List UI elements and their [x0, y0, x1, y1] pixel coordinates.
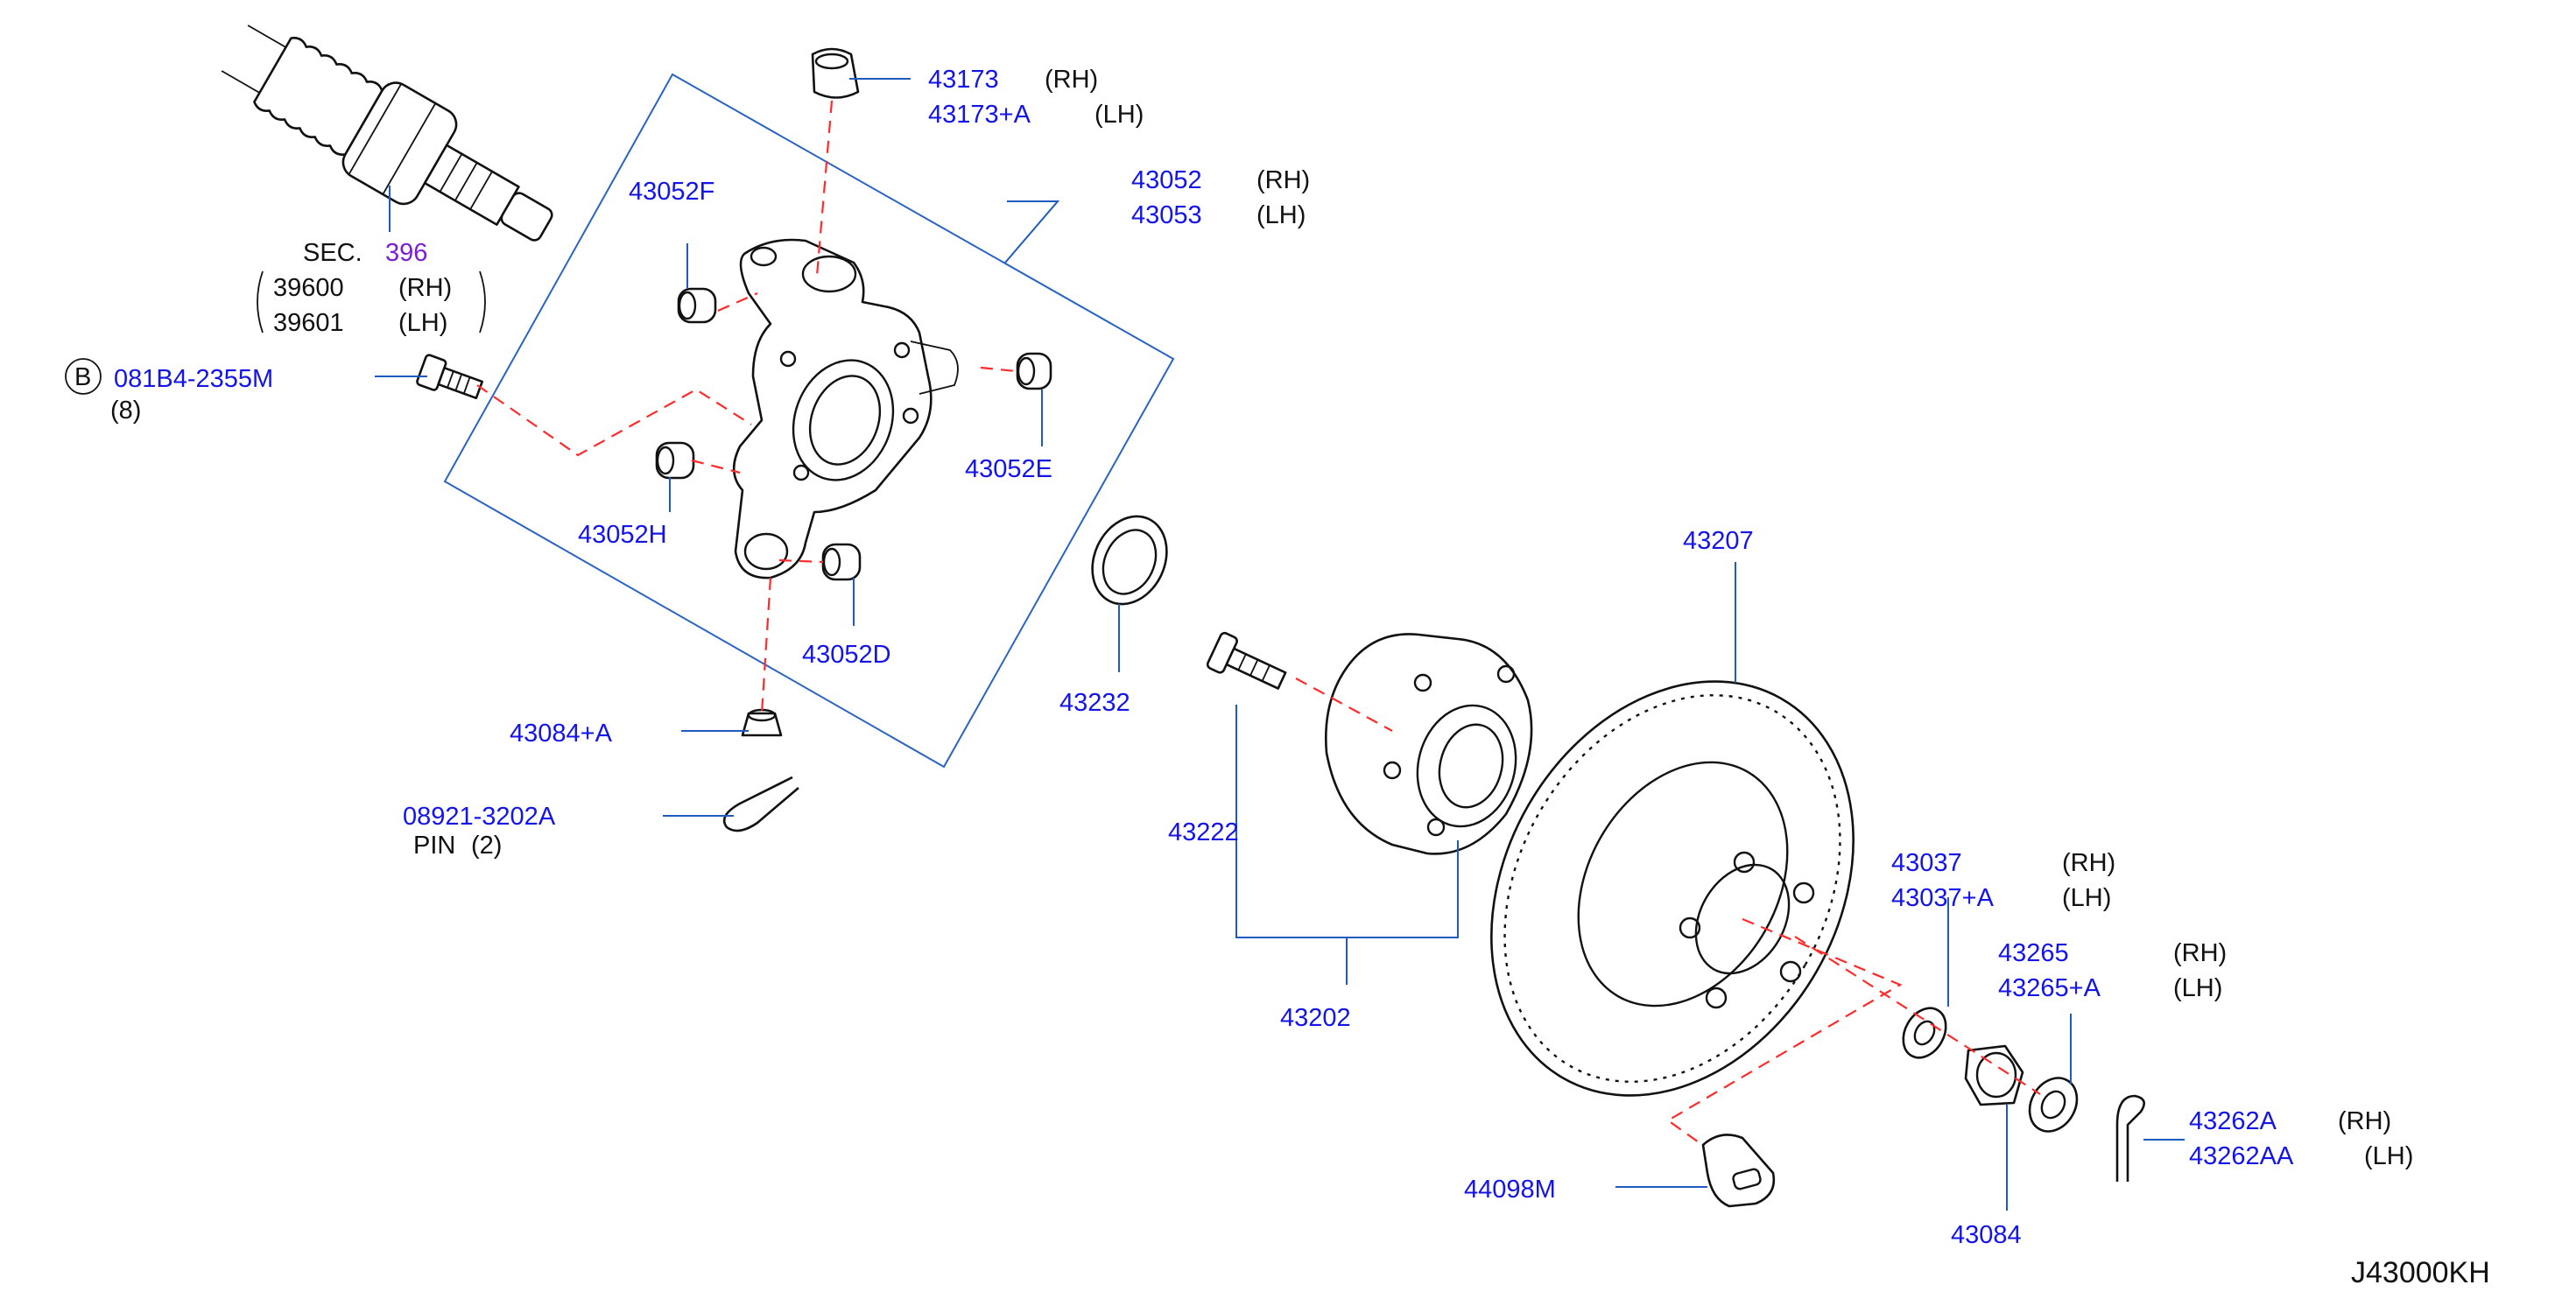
bushing-43052h-label[interactable]: 43052H — [578, 521, 667, 549]
bushing-43052d-drawing — [821, 543, 862, 581]
driveshaft-drawing — [221, 25, 553, 242]
bolt-marker-circle — [65, 358, 102, 395]
bushing-43052d-label[interactable]: 43052D — [802, 641, 891, 669]
center-lines — [476, 100, 2041, 1143]
washer-side-rh: (RH) — [2062, 849, 2115, 877]
plug-44098m-drawing — [1701, 1134, 1776, 1208]
pin-08921-drawing — [722, 776, 799, 832]
driveshaft-pn-rh[interactable]: 39600 — [273, 274, 344, 302]
nut-43084a-label[interactable]: 43084+A — [510, 720, 613, 748]
cap-43173-drawing — [811, 47, 860, 99]
driveshaft-pn-lh[interactable]: 39601 — [273, 309, 344, 337]
sec-label: SEC. — [303, 239, 362, 267]
cap-side-lh: (LH) — [1094, 101, 1144, 129]
bolt-081b4-pn[interactable]: 081B4-2355M — [114, 365, 273, 393]
washer-43037-drawing — [1902, 1007, 1947, 1059]
hub-bolt-43222-label[interactable]: 43222 — [1168, 818, 1239, 846]
lock-cap-side-rh: (RH) — [2173, 939, 2227, 967]
cotter-side-rh: (RH) — [2338, 1107, 2391, 1135]
lock-cap-pn-lh[interactable]: 43265+A — [1998, 974, 2101, 1002]
cotter-pin-43262a-drawing — [2115, 1094, 2145, 1182]
washer-side-lh: (LH) — [2062, 884, 2111, 912]
diagram-code: J43000KH — [2351, 1256, 2490, 1289]
pin-label: PIN — [413, 832, 455, 860]
hub-bolt-43222-drawing — [1206, 631, 1287, 690]
knuckle-side-rh: (RH) — [1256, 166, 1310, 194]
bolt-marker-letter: B — [74, 363, 91, 391]
knuckle-side-lh: (LH) — [1256, 201, 1306, 229]
bolt-081b4-drawing — [416, 354, 484, 400]
cotter-pn-rh[interactable]: 43262A — [2189, 1107, 2277, 1135]
brake-rotor-43207-drawing — [1490, 680, 1855, 1097]
bushing-43052f-drawing — [677, 287, 717, 324]
rotor-43207-label[interactable]: 43207 — [1683, 527, 1754, 555]
hub-nut-43084-drawing — [1964, 1044, 2024, 1106]
cotter-side-lh: (LH) — [2364, 1142, 2413, 1170]
seal-43232-label[interactable]: 43232 — [1059, 689, 1130, 717]
pin-qty: (2) — [471, 832, 502, 860]
bolt-081b4-qty: (8) — [110, 397, 141, 425]
lock-cap-side-lh: (LH) — [2173, 974, 2222, 1002]
knuckle-pn-lh[interactable]: 43053 — [1131, 201, 1202, 229]
bushing-43052h-drawing — [655, 441, 695, 480]
bushing-43052e-drawing — [1016, 352, 1052, 390]
bushing-43052e-label[interactable]: 43052E — [965, 455, 1052, 483]
hub-assembly-43202-label[interactable]: 43202 — [1280, 1004, 1351, 1032]
washer-pn-lh[interactable]: 43037+A — [1891, 884, 1995, 912]
driveshaft-bracket-right — [479, 270, 486, 334]
hub-assembly-43202-drawing — [1325, 633, 1533, 855]
bushing-43052f-label[interactable]: 43052F — [629, 178, 714, 206]
driveshaft-side-lh: (LH) — [398, 309, 447, 337]
sec-number-link[interactable]: 396 — [385, 239, 427, 267]
plug-44098m-label[interactable]: 44098M — [1464, 1176, 1556, 1204]
steering-knuckle-drawing — [732, 238, 959, 579]
cap-pn-rh[interactable]: 43173 — [928, 66, 999, 94]
lock-cap-pn-rh[interactable]: 43265 — [1998, 939, 2069, 967]
hub-nut-43084-label[interactable]: 43084 — [1951, 1221, 2022, 1249]
knuckle-group-box — [443, 73, 1175, 769]
driveshaft-bracket-left — [257, 270, 264, 334]
pin-08921-pn[interactable]: 08921-3202A — [403, 803, 556, 831]
cap-pn-lh[interactable]: 43173+A — [928, 101, 1031, 129]
leader-lines — [375, 78, 2185, 1211]
seal-43232-drawing — [1091, 515, 1168, 606]
washer-pn-rh[interactable]: 43037 — [1891, 849, 1962, 877]
lock-cap-43265-drawing — [2028, 1077, 2079, 1133]
cotter-pn-lh[interactable]: 43262AA — [2189, 1142, 2294, 1170]
driveshaft-side-rh: (RH) — [398, 274, 452, 302]
cap-side-rh: (RH) — [1045, 66, 1098, 94]
nut-43084a-drawing — [741, 708, 783, 737]
knuckle-pn-rh[interactable]: 43052 — [1131, 166, 1202, 194]
